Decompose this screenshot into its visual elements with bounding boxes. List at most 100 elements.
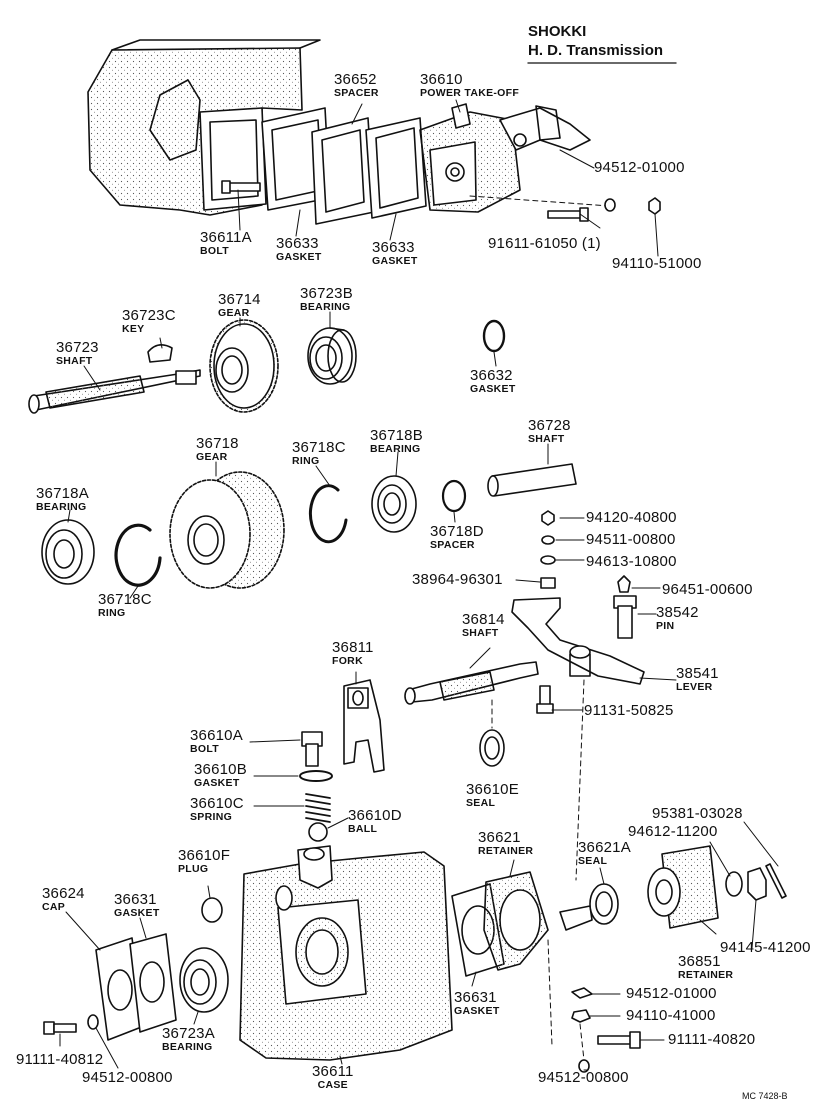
bolt-91111-40812 <box>43 1021 77 1035</box>
part-name: LEVER <box>676 681 713 693</box>
fitting-96451-00600 <box>617 575 631 593</box>
part-name: BEARING <box>36 501 87 513</box>
spacer-36652 <box>311 117 375 225</box>
label-94512-01000-bottom: 94512-01000 <box>626 986 717 1001</box>
washer-94511-00800 <box>541 535 555 545</box>
leader-lines <box>59 99 779 1071</box>
part-number: 94612-11200 <box>628 823 718 840</box>
part-number: 36610C <box>190 795 244 812</box>
part-number: 36633 <box>372 239 415 256</box>
case-36611 <box>239 845 453 1061</box>
part-name: SPRING <box>190 811 233 823</box>
part-name: SPACER <box>334 87 379 99</box>
shaft-36723 <box>28 369 201 414</box>
part-number: 36718B <box>370 427 423 444</box>
part-number: 36652 <box>334 71 377 88</box>
ring-36718C-mid <box>308 484 348 544</box>
label-91111-40812: 91111-40812 <box>16 1052 103 1067</box>
ring-36718C-left <box>114 523 162 587</box>
part-number: 94512-00800 <box>82 1069 173 1086</box>
part-name: GASKET <box>372 255 418 267</box>
label-96451-00600: 96451-00600 <box>662 582 753 597</box>
label-94120-40800: 94120-40800 <box>586 510 677 525</box>
gasket-36631-left <box>129 933 177 1033</box>
bolt-36611A <box>221 180 261 194</box>
seal-36621A <box>589 883 619 925</box>
washer-94512-00800-left <box>87 1014 99 1030</box>
gasket-36610B <box>299 770 333 782</box>
nut-94145-41200 <box>747 867 767 901</box>
label-94110-51000: 94110-51000 <box>612 256 702 271</box>
bearing-36723B <box>307 327 357 385</box>
part-number: 36718A <box>36 485 89 502</box>
part-name: SHAFT <box>56 355 93 367</box>
part-number: 36610F <box>178 847 231 864</box>
part-name: FORK <box>332 655 363 667</box>
transmission-housing <box>87 39 321 216</box>
part-number: 36610D <box>348 807 402 824</box>
part-name: BEARING <box>162 1041 213 1053</box>
part-number: 94110-41000 <box>626 1007 716 1024</box>
label-91111-40820: 91111-40820 <box>668 1032 755 1047</box>
washer-94512-00800-right <box>578 1059 590 1073</box>
part-number: 36632 <box>470 367 513 384</box>
part-name: SHAFT <box>528 433 565 445</box>
washer-94512-01000-bottom <box>571 987 593 999</box>
part-number: 36718C <box>292 439 346 456</box>
part-number: 94512-01000 <box>594 159 685 176</box>
label-94511-00800: 94511-00800 <box>586 532 676 547</box>
part-number: 95381-03028 <box>652 805 743 822</box>
part-number: 94511-00800 <box>586 531 676 548</box>
part-number: 38541 <box>676 665 719 682</box>
part-number: 36624 <box>42 885 85 902</box>
part-name: CASE <box>317 1079 348 1091</box>
diagram-title: SHOKKI H. D. Transmission <box>528 24 663 58</box>
label-94612-11200: 94612-11200 <box>628 824 718 839</box>
pin-95381-03028 <box>765 863 787 899</box>
part-number: 94120-40800 <box>586 509 677 526</box>
part-name: BALL <box>348 823 378 835</box>
part-number: 36723 <box>56 339 99 356</box>
part-name: SEAL <box>466 797 496 809</box>
part-number: 36611A <box>200 229 252 246</box>
leader-pto-bolt <box>469 195 611 207</box>
part-name: POWER TAKE-OFF <box>420 87 520 99</box>
part-name: GEAR <box>218 307 250 319</box>
part-number: 38964-96301 <box>412 571 503 588</box>
shaft-36728 <box>487 463 577 497</box>
gasket-36633-right <box>365 117 427 219</box>
part-number: 36723C <box>122 307 176 324</box>
part-number: 36718 <box>196 435 239 452</box>
label-94512-00800-right: 94512-00800 <box>538 1070 629 1085</box>
part-name: CAP <box>42 901 66 913</box>
part-number: 36633 <box>276 235 319 252</box>
seal-36610E <box>479 729 505 767</box>
part-name: SPACER <box>430 539 475 551</box>
part-name: PIN <box>656 620 675 632</box>
part-number: 94512-01000 <box>626 985 717 1002</box>
part-number: 36723A <box>162 1025 215 1042</box>
part-number: 94110-51000 <box>612 255 702 272</box>
bolt-36610A <box>301 731 323 767</box>
lever-38541 <box>511 597 645 685</box>
part-number: 38542 <box>656 604 699 621</box>
washer-94613-10800 <box>540 555 556 565</box>
part-number: 36811 <box>332 639 374 656</box>
